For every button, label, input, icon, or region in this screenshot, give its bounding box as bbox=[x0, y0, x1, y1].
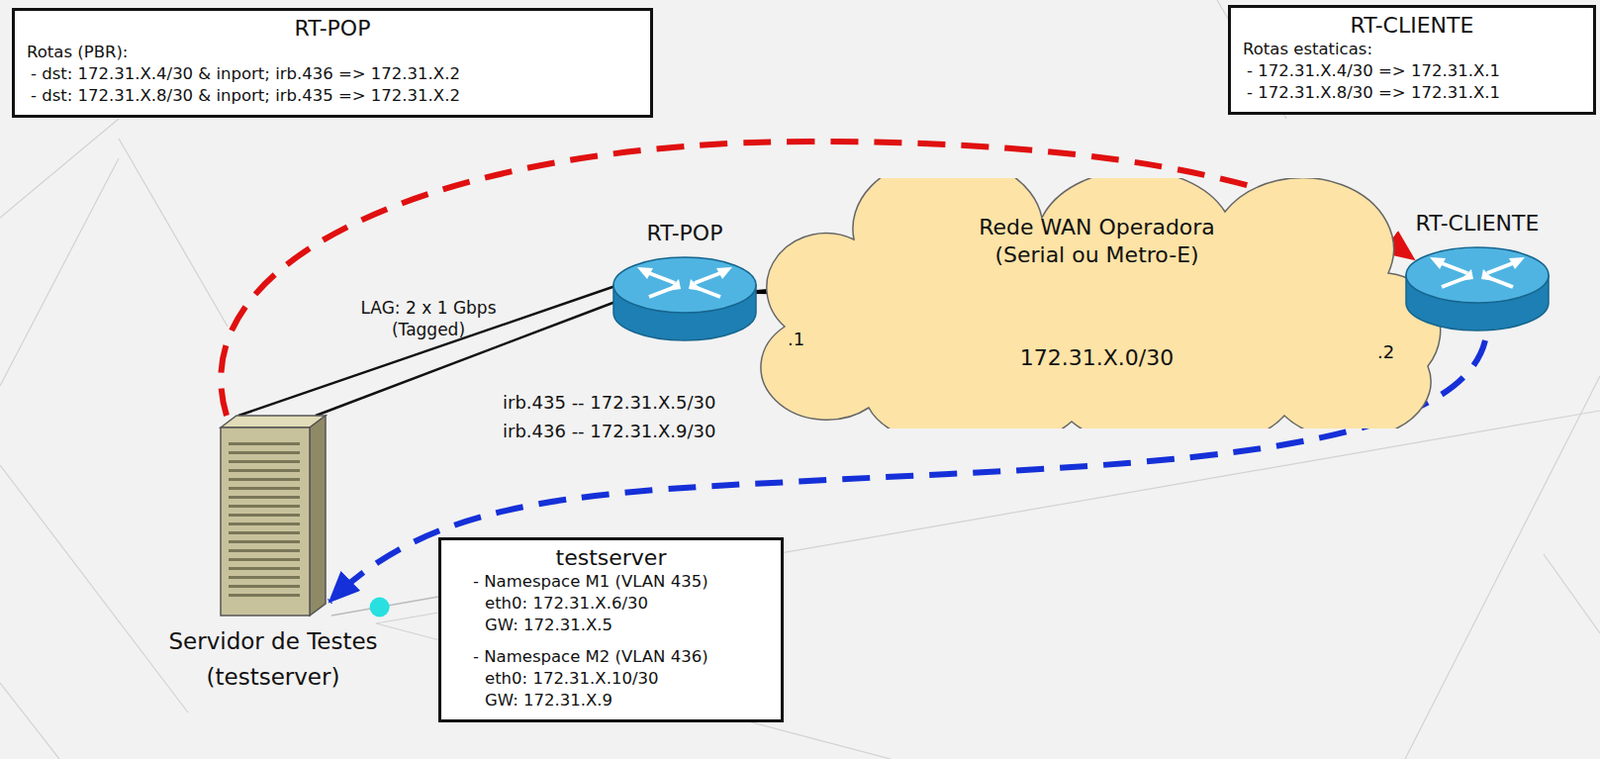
router-arrowhead bbox=[666, 279, 681, 291]
server: Servidor de Testes (testserver) bbox=[144, 413, 402, 695]
route-line: - 172.31.X.4/30 => 172.31.X.1 bbox=[1242, 60, 1582, 83]
router-arrows bbox=[1429, 257, 1525, 287]
subnet-label: 172.31.X.0/30 bbox=[978, 344, 1217, 373]
tower-top bbox=[220, 415, 326, 428]
leader-dot bbox=[370, 596, 390, 617]
router-name: RT-CLIENTE bbox=[1398, 209, 1557, 238]
route-line: - 172.31.X.8/30 => 172.31.X.1 bbox=[1242, 82, 1582, 104]
box-title: RT-CLIENTE bbox=[1242, 11, 1582, 39]
route-line: Rotas estaticas: bbox=[1242, 38, 1582, 61]
router: RT-POP bbox=[605, 219, 764, 345]
route-table-box: RT-CLIENTERotas estaticas:- 172.31.X.4/3… bbox=[1227, 4, 1597, 115]
tower-slots bbox=[228, 439, 300, 600]
irb-address: irb.435 -- 172.31.X.5/30 bbox=[502, 391, 717, 414]
route-line: GW: 172.31.X.9 bbox=[453, 689, 769, 712]
cloud-title: Rede WAN Operadora (Serial ou Metro-E) bbox=[948, 213, 1246, 270]
route-line: eth0: 172.31.X.10/30 bbox=[453, 667, 769, 690]
router-arrowhead bbox=[1508, 257, 1525, 270]
router-arrow bbox=[649, 273, 675, 283]
route-line: - dst: 172.31.X.4/30 & inport; irb.436 =… bbox=[26, 63, 639, 86]
interface-address: .1 bbox=[787, 328, 805, 351]
router-arrow bbox=[694, 273, 721, 283]
route-line: - Namespace M1 (VLAN 435) bbox=[453, 570, 769, 593]
cloud-outline bbox=[760, 178, 1441, 429]
router-icon bbox=[609, 251, 760, 345]
router-arrows bbox=[637, 267, 733, 297]
route-line: GW: 172.31.X.5 bbox=[453, 614, 769, 637]
route-line: - Namespace M2 (VLAN 436) bbox=[453, 646, 769, 668]
route-line: eth0: 172.31.X.6/30 bbox=[453, 592, 769, 615]
route-line: Rotas (PBR): bbox=[26, 41, 639, 64]
interface-address: .2 bbox=[1377, 341, 1395, 364]
irb-address: irb.436 -- 172.31.X.9/30 bbox=[502, 420, 717, 443]
tower-side bbox=[309, 415, 326, 616]
router-arrow bbox=[1487, 263, 1513, 274]
wan-cloud: Rede WAN Operadora (Serial ou Metro-E) 17… bbox=[745, 178, 1449, 429]
route-line: - dst: 172.31.X.8/30 & inport; irb.435 =… bbox=[26, 85, 639, 107]
router-arrowhead bbox=[688, 279, 703, 291]
router-icon bbox=[1402, 241, 1553, 335]
server-tower bbox=[218, 413, 328, 618]
router-top bbox=[613, 257, 756, 313]
tower-front bbox=[220, 427, 310, 616]
server-name: Servidor de Testes (testserver) bbox=[144, 623, 402, 695]
route-table-box: RT-POPRotas (PBR):- dst: 172.31.X.4/30 &… bbox=[11, 7, 654, 118]
router-arrow bbox=[1441, 263, 1468, 274]
router: RT-CLIENTE bbox=[1398, 209, 1557, 335]
router-arrowhead bbox=[637, 267, 654, 280]
router-name: RT-POP bbox=[605, 219, 764, 248]
edge-label: LAG: 2 x 1 Gbps (Tagged) bbox=[329, 296, 528, 341]
router-arrowhead bbox=[1481, 269, 1496, 282]
box-title: RT-POP bbox=[26, 14, 639, 42]
router-arrowhead bbox=[1459, 269, 1474, 282]
namespace-box: testserver- Namespace M1 (VLAN 435)eth0:… bbox=[438, 537, 784, 723]
leader-line bbox=[331, 596, 439, 617]
router-arrowhead bbox=[716, 267, 733, 280]
router-top bbox=[1406, 247, 1549, 303]
box-title: testserver bbox=[453, 544, 769, 571]
router-arrowhead bbox=[1429, 257, 1446, 270]
